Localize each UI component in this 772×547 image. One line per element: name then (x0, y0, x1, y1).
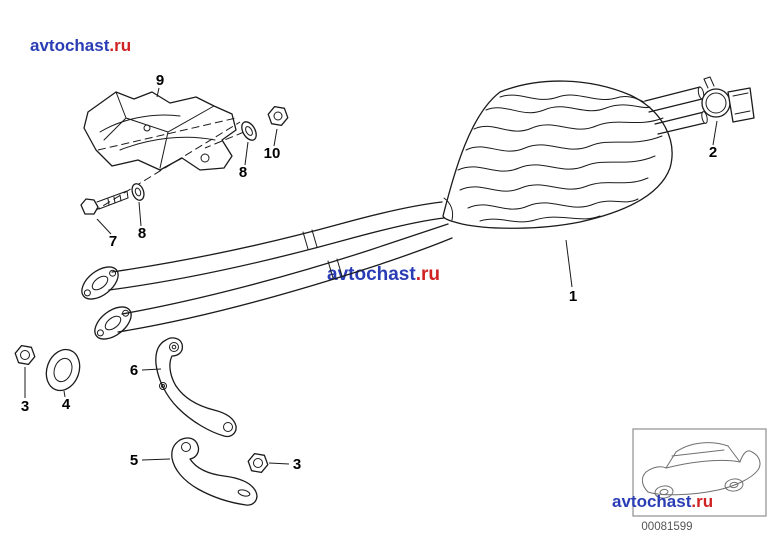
callout-label-1[interactable]: 1 (569, 288, 577, 305)
washer-bolt-drawing (131, 183, 145, 201)
callout-label-2[interactable]: 2 (709, 144, 717, 161)
callout-muffler[interactable]: 1 (565, 239, 577, 305)
car-sketch (641, 442, 761, 499)
muffler-drawing (442, 80, 708, 229)
bracket-lower-drawing (171, 437, 258, 506)
callout-nut-front[interactable]: 3 (21, 367, 29, 415)
bolt-drawing (80, 190, 129, 215)
front-pipes-drawing (81, 201, 453, 340)
callout-label-7[interactable]: 7 (109, 233, 117, 250)
callout-washer-bolt[interactable]: 8 (138, 201, 146, 242)
heat-shield-drawing (83, 91, 245, 213)
callout-label-5[interactable]: 5 (130, 452, 138, 469)
nut-stud-drawing (267, 105, 289, 127)
watermark-tld: .ru (109, 36, 131, 55)
callout-gasket[interactable]: 4 (62, 390, 71, 413)
watermark-bottom-right: avtochast.ru (612, 492, 713, 511)
gasket-drawing (45, 348, 81, 392)
clamp-drawing (701, 76, 755, 123)
callout-label-6[interactable]: 6 (130, 362, 138, 379)
callout-bolt[interactable]: 7 (96, 218, 117, 250)
callout-bracket-upper[interactable]: 6 (130, 362, 162, 379)
callout-bracket-lower[interactable]: 5 (130, 452, 171, 469)
callout-label-10[interactable]: 10 (264, 145, 281, 162)
watermark-name: avtochast (30, 36, 110, 55)
callout-label-8-top[interactable]: 8 (239, 164, 247, 181)
callout-label-3-left[interactable]: 3 (21, 398, 29, 415)
callout-washer-stud[interactable]: 8 (239, 141, 249, 181)
nut-front-drawing (14, 344, 36, 366)
callout-label-4[interactable]: 4 (62, 396, 71, 413)
callout-heat-shield[interactable]: 9 (156, 72, 164, 98)
callout-label-8-left[interactable]: 8 (138, 225, 146, 242)
callout-label-3-right[interactable]: 3 (293, 456, 301, 473)
callout-nut-stud[interactable]: 10 (264, 128, 281, 162)
bracket-upper-drawing (155, 337, 237, 438)
callouts: 9 10 8 7 8 1 2 3 (21, 72, 718, 473)
callout-nut-bracket[interactable]: 3 (268, 456, 301, 473)
nut-bracket-drawing (247, 452, 269, 474)
watermark-top-left: avtochast.ru (30, 36, 131, 55)
callout-label-9[interactable]: 9 (156, 72, 164, 89)
watermark-center: avtochast.ru (327, 264, 440, 285)
vehicle-thumbnail: 00081599 (632, 428, 767, 533)
callout-clamp[interactable]: 2 (709, 120, 718, 161)
diagram-number: 00081599 (641, 521, 692, 533)
washer-stud-drawing (241, 121, 257, 141)
